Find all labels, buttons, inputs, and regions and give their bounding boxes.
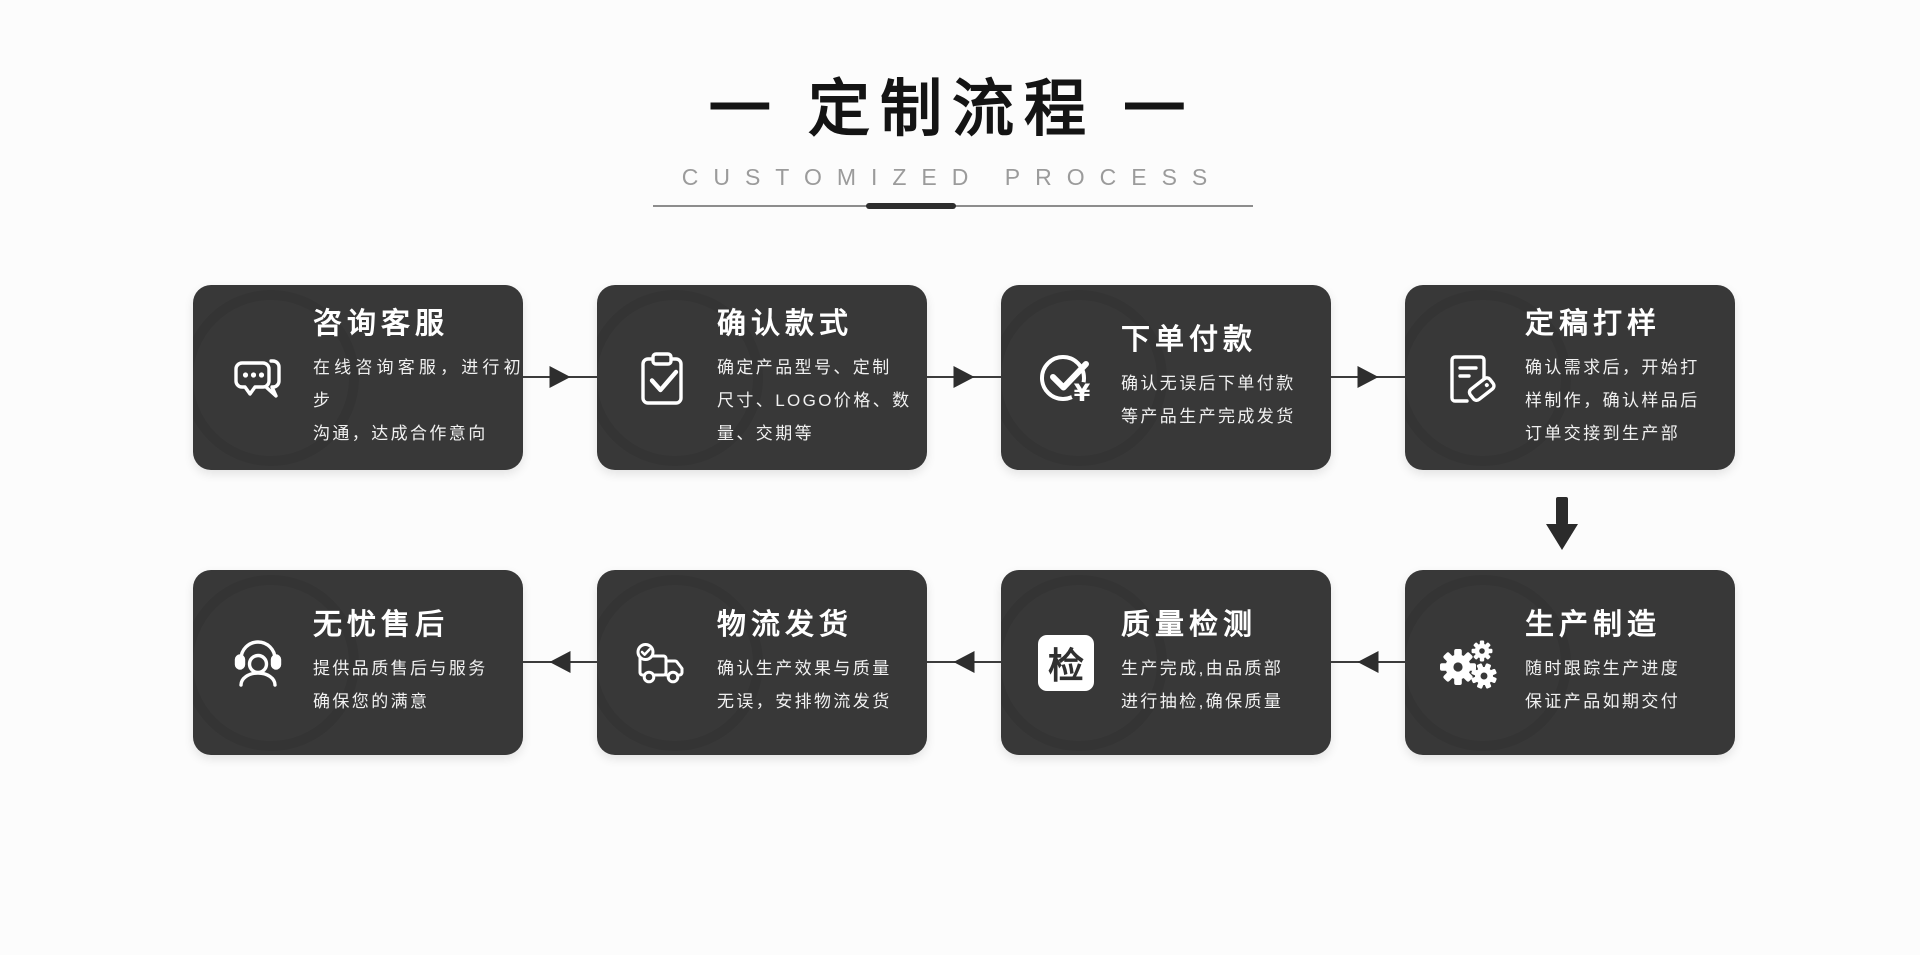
step-card-consult: 咨询客服 在线咨询客服，进行初步 沟通，达成合作意向 — [193, 285, 523, 470]
step-title: 质量检测 — [1121, 609, 1258, 641]
step-description: 确认无误后下单付款 等产品生产完成发货 — [1121, 374, 1296, 426]
step-title: 生产制造 — [1525, 609, 1662, 641]
step-title: 定稿打样 — [1525, 307, 1662, 340]
step-description: 随时跟踪生产进度 保证产品如期交付 — [1525, 659, 1681, 711]
step-title: 确认款式 — [717, 307, 854, 340]
step-description: 生产完成,由品质部 进行抽检,确保质量 — [1121, 659, 1284, 711]
step-title: 下单付款 — [1121, 324, 1258, 356]
arrow-right-connector — [1331, 376, 1405, 378]
arrow-down-connector — [1546, 497, 1578, 551]
arrow-left-connector — [523, 661, 597, 663]
step-card-after-sales: 无忧售后 提供品质售后与服务 确保您的满意 — [193, 570, 523, 755]
step-card-order-pay: ¥ 下单付款 确认无误后下单付款 等产品生产完成发货 — [1001, 285, 1331, 470]
chat-bubbles-icon — [221, 341, 295, 415]
step-card-quality-check: 检 质量检测 生产完成,由品质部 进行抽检,确保质量 — [1001, 570, 1331, 755]
document-tag-icon — [1433, 341, 1507, 415]
inspect-badge-char: 检 — [1038, 634, 1094, 691]
step-description: 确定产品型号、定制 尺寸、LOGO价格、数 量、交期等 — [717, 357, 912, 443]
step-description: 确认生产效果与质量 无误，安排物流发货 — [717, 659, 892, 711]
svg-text:¥: ¥ — [1074, 379, 1091, 407]
gears-icon — [1433, 626, 1507, 700]
arrow-left-connector — [927, 661, 1001, 663]
arrow-right-connector — [523, 376, 597, 378]
step-title: 无忧售后 — [313, 609, 450, 641]
step-description: 提供品质售后与服务 确保您的满意 — [313, 659, 488, 711]
clipboard-check-icon — [625, 341, 699, 415]
page-subtitle: CUSTOMIZED PROCESS — [681, 164, 1223, 190]
step-title: 咨询客服 — [313, 307, 450, 340]
step-title: 物流发货 — [717, 609, 854, 641]
step-card-sample: 定稿打样 确认需求后，开始打 样制作，确认样品后 订单交接到生产部 — [1405, 285, 1735, 470]
step-description: 确认需求后，开始打 样制作，确认样品后 订单交接到生产部 — [1525, 357, 1700, 443]
step-card-production: 生产制造 随时跟踪生产进度 保证产品如期交付 — [1405, 570, 1735, 755]
step-card-shipping: 物流发货 确认生产效果与质量 无误，安排物流发货 — [597, 570, 927, 755]
arrow-right-connector — [927, 376, 1001, 378]
step-card-confirm-style: 确认款式 确定产品型号、定制 尺寸、LOGO价格、数 量、交期等 — [597, 285, 927, 470]
inspect-badge-icon: 检 — [1029, 626, 1103, 700]
arrow-left-connector — [1331, 661, 1405, 663]
delivery-truck-icon — [625, 626, 699, 700]
pay-check-yuan-icon: ¥ — [1029, 341, 1103, 415]
step-description: 在线咨询客服，进行初步 沟通，达成合作意向 — [313, 357, 523, 443]
title-underline — [653, 203, 1253, 209]
page-title: 一 定制流程 一 — [708, 75, 1196, 144]
headset-support-icon — [221, 626, 295, 700]
